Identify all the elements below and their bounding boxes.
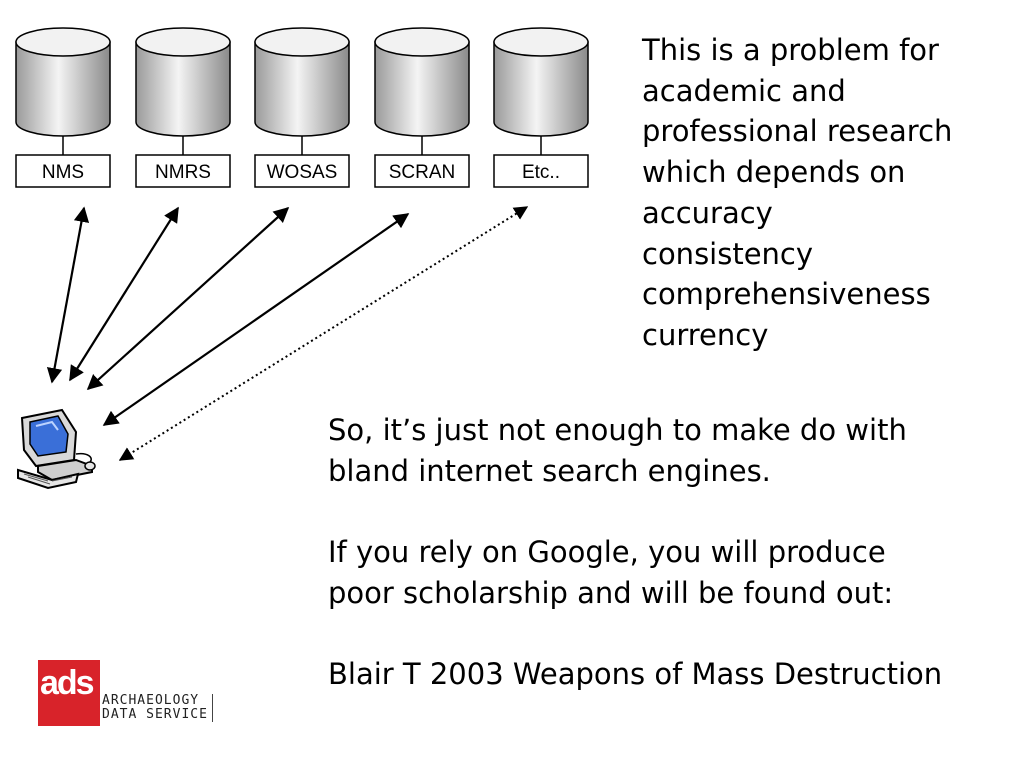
database-nms: NMS	[15, 27, 111, 188]
database-nmrs: NMRS	[135, 27, 231, 188]
cylinder-body	[15, 41, 111, 137]
connection-arrow-wosas	[86, 206, 290, 391]
side-text-line: This is a problem for	[642, 33, 939, 67]
computer-icon	[17, 408, 96, 490]
database-label: WOSAS	[267, 162, 338, 183]
database-wosas: WOSAS	[254, 27, 350, 188]
database-etc: Etc..	[493, 27, 589, 188]
side-text-line: consistency	[642, 236, 814, 271]
database-label-box	[135, 154, 231, 188]
database-label-box	[493, 154, 589, 188]
connection-arrow-nms	[46, 206, 90, 384]
cylinder-top	[374, 27, 470, 57]
side-text-block: This is a problem for academic and profe…	[642, 30, 1012, 356]
side-text-line: professional research	[642, 114, 953, 149]
logo-mark: ads	[40, 664, 95, 702]
cylinder-top	[254, 27, 350, 57]
cylinder-body	[254, 41, 350, 137]
connection-arrow-scran	[102, 213, 410, 426]
side-text-line: academic and	[642, 73, 846, 108]
database-label-box	[374, 154, 470, 188]
cylinder-top	[493, 27, 589, 57]
cylinder-top	[135, 27, 231, 57]
citation: Blair T 2003 Weapons of Mass Destruction	[328, 657, 943, 692]
side-text-line: accuracy	[642, 195, 773, 230]
side-text-line: currency	[642, 317, 769, 352]
logo-line-2: DATA SERVICE	[102, 707, 208, 722]
logo-wordmark: ARCHAEOLOGY DATA SERVICE	[102, 694, 213, 722]
side-text-line: comprehensiveness	[642, 277, 931, 312]
database-label-box	[254, 154, 350, 188]
main-text-block: So, it’s just not enough to make do with…	[328, 410, 1008, 695]
logo-line-1: ARCHAEOLOGY	[102, 693, 200, 708]
database-label-box	[15, 154, 111, 188]
connection-arrow-nmrs	[69, 206, 179, 382]
paragraph-line: poor scholarship and will be found out:	[328, 575, 894, 610]
database-label: Etc..	[522, 162, 560, 183]
database-scran: SCRAN	[374, 27, 470, 188]
logo-mark-box: ads	[38, 660, 100, 726]
cylinder-body	[135, 41, 231, 137]
paragraph-line: bland internet search engines.	[328, 453, 771, 488]
paragraph-line: So, it’s just not enough to make do with	[328, 413, 907, 447]
cylinder-body	[374, 41, 470, 137]
side-text-line: which depends on	[642, 155, 906, 190]
database-label: NMRS	[155, 162, 211, 183]
cylinder-body	[493, 41, 589, 137]
ads-logo: ads ARCHAEOLOGY DATA SERVICE	[38, 660, 228, 726]
paragraph-line: If you rely on Google, you will produce	[328, 535, 886, 570]
database-label: NMS	[42, 162, 84, 183]
cylinder-top	[15, 27, 111, 57]
database-label: SCRAN	[389, 162, 456, 183]
